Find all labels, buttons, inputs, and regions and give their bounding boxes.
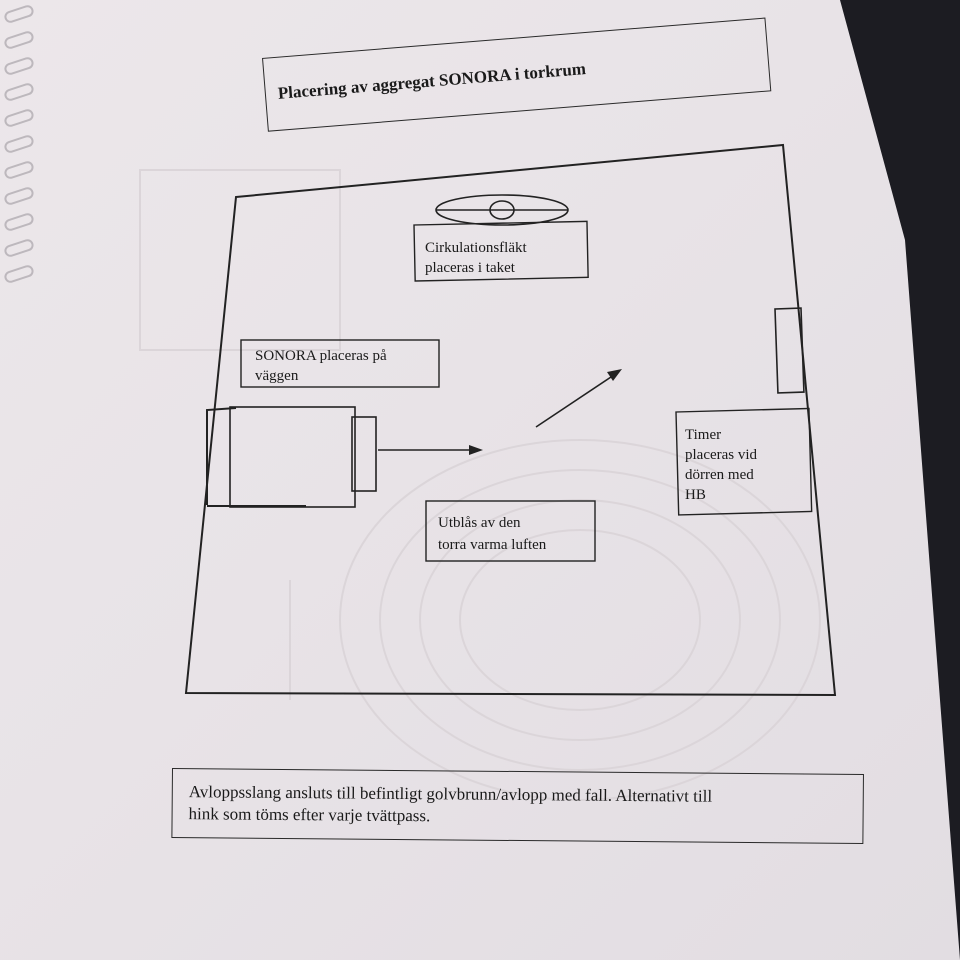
binding-ring (2, 81, 36, 103)
sonora-unit-icon (206, 406, 377, 508)
sonora-label-line: väggen (255, 368, 299, 384)
spiral-binding (0, 0, 46, 300)
binding-ring (2, 55, 36, 77)
fan-label-line: Cirkulationsfläkt (425, 240, 527, 256)
binding-ring (2, 211, 36, 233)
room-diagram (184, 143, 837, 697)
timer-label-line: dörren med (685, 467, 754, 483)
sonora-label-box (240, 339, 440, 388)
exhaust-label-box (425, 500, 596, 562)
exhaust-label-line: torra varma luften (438, 537, 547, 553)
timer-label-line: placeras vid (685, 447, 758, 463)
binding-ring (2, 107, 36, 129)
drain-note-line: hink som töms efter varje tvättpass. (188, 804, 431, 826)
sonora-label: SONORA placeras på väggen (255, 346, 387, 386)
airflow-arrow-icon (378, 445, 483, 455)
binding-ring (2, 159, 36, 181)
fan-label-line: placeras i taket (425, 260, 515, 276)
door-icon (774, 307, 805, 394)
binding-ring (2, 3, 36, 25)
timer-label-line: Timer (685, 427, 722, 443)
binding-ring (2, 29, 36, 51)
page-title: Placering av aggregat SONORA i torkrum (277, 59, 587, 103)
binding-ring (2, 133, 36, 155)
airflow-arrow-icon (535, 369, 622, 428)
circulation-fan-icon (435, 194, 569, 226)
timer-label-line: HB (685, 487, 706, 503)
timer-label-box (675, 407, 813, 516)
fan-label-box (413, 220, 589, 282)
fan-label: Cirkulationsfläkt placeras i taket (425, 238, 527, 278)
drain-note-box: Avloppsslang ansluts till befintligt gol… (171, 768, 864, 845)
room-outline (184, 143, 837, 697)
exhaust-label: Utblås av den torra varma luften (438, 512, 546, 556)
exhaust-label-line: Utblås av den (438, 515, 521, 531)
binding-ring (2, 263, 36, 285)
binding-ring (2, 185, 36, 207)
sonora-label-line: SONORA placeras på (255, 348, 387, 364)
timer-label: Timer placeras vid dörren med HB (685, 425, 757, 505)
binding-ring (2, 237, 36, 259)
